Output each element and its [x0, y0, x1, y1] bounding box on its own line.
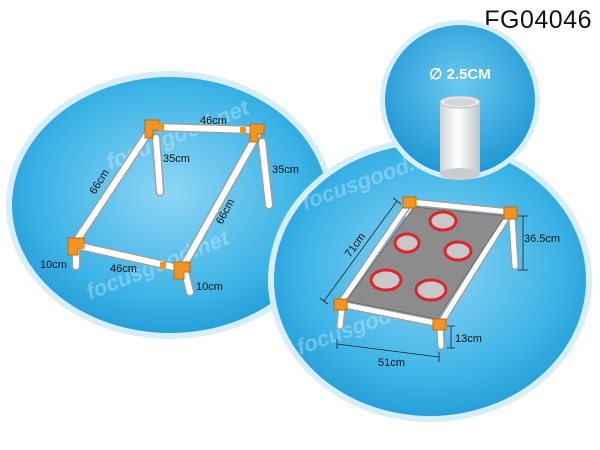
dim-inner-leg: 35cm: [163, 153, 190, 165]
dim-top-width: 46cm: [200, 115, 227, 127]
dim-front-height: 13cm: [455, 333, 482, 345]
dim-right-leg: 35cm: [272, 164, 299, 176]
target-ring: [428, 210, 458, 232]
board-connector: [333, 298, 348, 311]
dim-front-width: 46cm: [110, 263, 137, 275]
pipe-detail-bubble: ∅ 2.5CM: [380, 20, 540, 180]
connector-back-left: [144, 119, 160, 139]
dim-board-width: 51cm: [378, 357, 405, 369]
pipe-diameter-label: ∅ 2.5CM: [429, 66, 490, 83]
target-ring: [414, 278, 448, 302]
board-connector: [503, 206, 518, 220]
board-connectors: [333, 196, 518, 331]
corner-connectors: [67, 119, 265, 280]
connector-front-right: [173, 261, 191, 280]
toss-board: [333, 196, 519, 350]
board-dimension-lines: [319, 197, 528, 362]
board-connector: [432, 318, 447, 331]
dim-front-right-leg: 10cm: [196, 281, 223, 293]
target-ring: [443, 240, 473, 262]
target-ring: [369, 268, 403, 292]
board-connector: [402, 196, 417, 209]
connector-back-right: [249, 123, 265, 143]
product-code: FG04046: [484, 6, 592, 34]
target-ring: [393, 232, 421, 254]
pipe-caps: [78, 124, 246, 269]
pipe-tube: [439, 95, 481, 180]
dim-back-height: 36.5cm: [524, 233, 560, 245]
pvc-frame: [67, 119, 274, 297]
target-rings: [369, 210, 473, 302]
dim-front-left-leg: 10cm: [40, 259, 67, 271]
